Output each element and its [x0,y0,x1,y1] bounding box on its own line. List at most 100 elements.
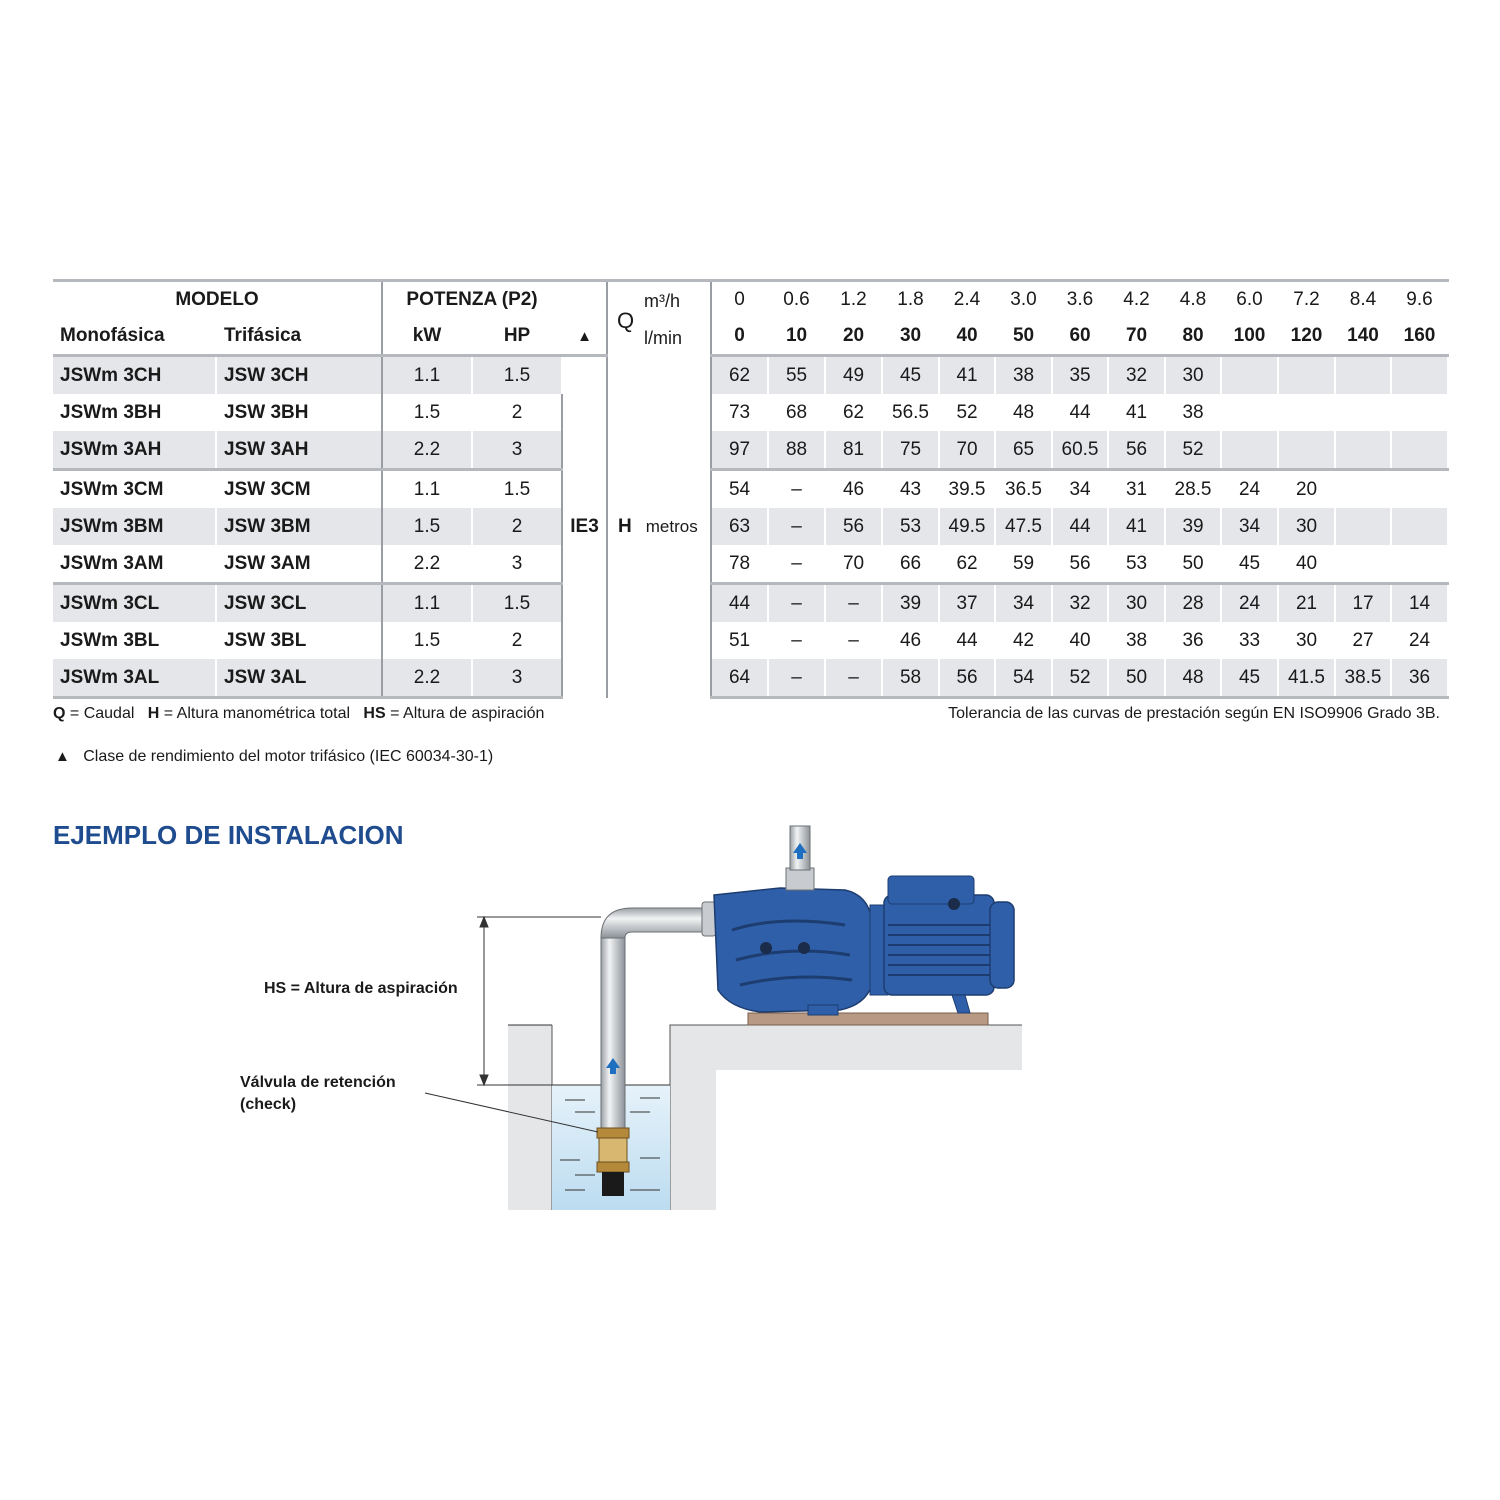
head-value: 97 [711,431,770,470]
head-value: 40 [1052,622,1110,659]
flow-lmin: 140 [1335,318,1393,357]
head-value: 70 [939,431,997,470]
power-hp: 2 [472,622,564,659]
flow-lmin: 30 [882,318,941,357]
flow-lmin: 80 [1165,318,1223,357]
triangle-icon: ▲ [562,318,609,357]
model-monofasica: JSWm 3BL [53,622,217,659]
performance-table: MODELO POTENZA (P2) Q m³/h l/min 0 0.6 1… [53,279,1450,699]
head-value: 41.5 [1278,659,1337,699]
head-value: 36 [1165,622,1223,659]
flow-lmin: 120 [1278,318,1337,357]
head-value: 38 [1165,394,1223,431]
head-value: 51 [711,622,770,659]
model-monofasica: JSWm 3AH [53,431,217,470]
head-value: 60.5 [1052,431,1110,470]
power-hp: 2 [472,394,564,431]
head-value: 52 [1165,431,1223,470]
head-value: 32 [1108,355,1167,394]
head-value: 62 [711,355,770,394]
head-value: 27 [1335,622,1393,659]
power-kw: 1.5 [382,622,474,659]
head-value: 41 [939,355,997,394]
head-value: 17 [1335,582,1393,622]
hp-header: HP [472,318,564,357]
flow-m3h: 6.0 [1221,279,1280,318]
head-value: 44 [1052,394,1110,431]
head-value: 34 [1052,468,1110,508]
hs-abbr: HS [363,705,386,722]
head-value: 28.5 [1165,468,1223,508]
efficiency-note-text: Clase de rendimiento del motor trifásico… [83,748,494,765]
model-trifasica: JSW 3CH [216,355,384,394]
head-value: 48 [995,394,1054,431]
power-kw: 1.1 [382,355,474,394]
model-trifasica: JSW 3AM [216,545,384,584]
header-row-2: Monofásica Trifásica kW HP ▲ 0 10 20 30 … [53,318,1450,357]
head-value: 41 [1108,508,1167,545]
valve-leader-line [424,1092,599,1133]
head-value: 30 [1165,355,1223,394]
pump [701,825,1015,1016]
legend-line: Q = Caudal H = Altura manométrica total … [53,705,544,723]
h-unit: metros [645,516,698,536]
head-value: 28 [1165,582,1223,622]
head-value: 46 [825,468,884,508]
head-value [1278,431,1337,470]
head-value: 50 [1108,659,1167,699]
tolerance-note: Tolerancia de las curvas de prestación s… [948,705,1440,722]
head-value: – [825,582,884,622]
head-value: 46 [882,622,941,659]
model-monofasica: JSWm 3BH [53,394,217,431]
head-value: 56 [939,659,997,699]
model-trifasica: JSW 3CL [216,582,384,622]
head-value: 20 [1278,468,1337,508]
head-value: 45 [1221,659,1280,699]
kw-header: kW [382,318,474,357]
hs-label: HS = Altura de aspiración [264,980,458,997]
trifasica-header: Trifásica [216,318,384,357]
head-value: 43 [882,468,941,508]
head-value: 65 [995,431,1054,470]
head-value: 55 [768,355,827,394]
head-value [1391,545,1450,584]
model-monofasica: JSWm 3CH [53,355,217,394]
model-trifasica: JSW 3BM [216,508,384,545]
head-value: 56 [1108,431,1167,470]
head-value: – [768,468,827,508]
power-hp: 1.5 [472,468,564,508]
head-value [1335,508,1393,545]
head-value [1221,431,1280,470]
q-definition: = Caudal [69,705,135,722]
head-value: 45 [1221,545,1280,584]
head-value: 30 [1108,582,1167,622]
head-value: 52 [1052,659,1110,699]
head-value: 36 [1391,659,1450,699]
head-value: 62 [939,545,997,584]
head-value: 63 [711,508,770,545]
head-value [1335,431,1393,470]
pump-base [747,1012,989,1026]
head-value: 49 [825,355,884,394]
flow-lmin: 60 [1052,318,1110,357]
head-value: 56 [825,508,884,545]
flow-lmin: 20 [825,318,884,357]
head-value: – [768,582,827,622]
head-value: 34 [1221,508,1280,545]
head-value: 34 [995,582,1054,622]
head-value: 88 [768,431,827,470]
head-value: 58 [882,659,941,699]
head-value [1335,355,1393,394]
efficiency-note: ▲ Clase de rendimiento del motor trifási… [55,748,493,766]
head-value: 44 [711,582,770,622]
head-value [1391,431,1450,470]
power-kw: 2.2 [382,431,474,470]
head-value [1391,508,1450,545]
head-value: 54 [995,659,1054,699]
model-monofasica: JSWm 3CM [53,468,217,508]
